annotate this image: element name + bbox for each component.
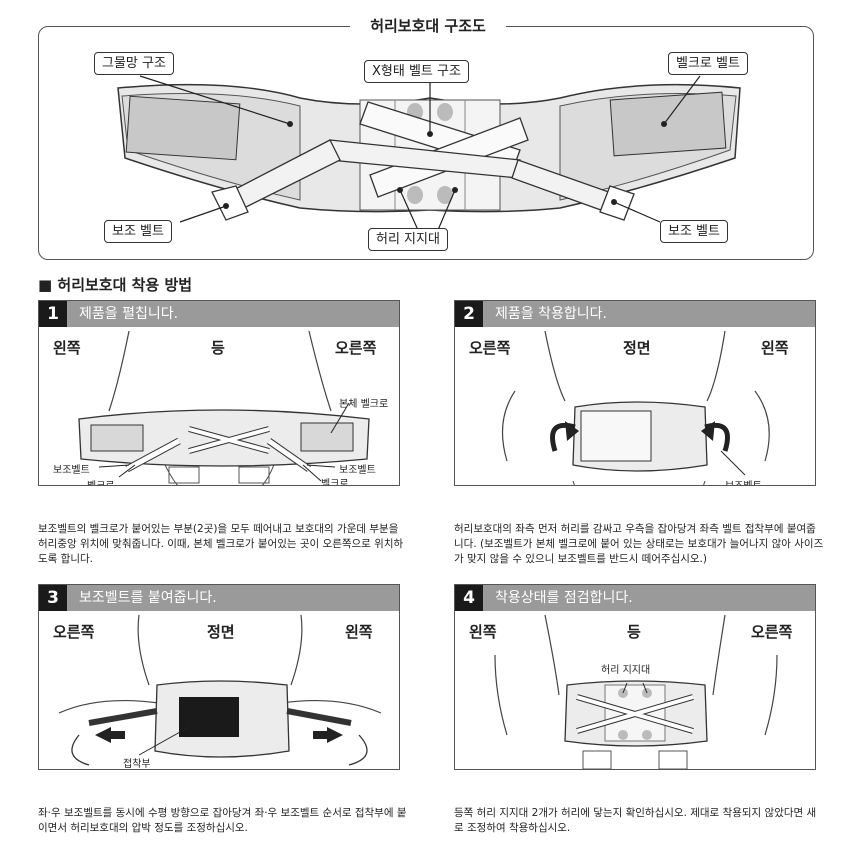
structure-diagram-title: 허리보호대 구조도: [350, 14, 506, 38]
step-4-header: 4 착용상태를 점검합니다.: [455, 585, 815, 611]
step-1-number: 1: [39, 301, 67, 327]
step-4-description: 등쪽 허리 지지대 2개가 허리에 닿는지 확인하십시오. 제대로 착용되지 않…: [454, 807, 817, 834]
step-3-dir-left: 오른쪽: [53, 623, 95, 641]
step-2-description: 허리보호대의 좌측 먼저 허리를 감싸고 우측을 잡아당겨 좌측 벨트 접착부에…: [454, 523, 824, 565]
step-3-illustration: [58, 614, 382, 766]
step-2-callout-aux: 보조벨트: [725, 477, 762, 485]
step-1-description: 보조벨트의 벨크로가 붙어있는 부분(2곳)을 모두 떼어내고 보호대의 가운데…: [38, 523, 404, 565]
step-4-number: 4: [455, 585, 483, 611]
label-mesh-structure: 그물망 구조: [94, 52, 174, 75]
step-1-illustration: [78, 330, 370, 485]
step-4-dir-left: 왼쪽: [469, 623, 497, 641]
step-4-callout-support: 허리 지지대: [601, 665, 651, 676]
step-1-callout-velcro-left: 벨크로: [87, 477, 115, 485]
howto-title-text: 허리보호대 착용 방법: [57, 276, 193, 294]
step-3-description: 좌·우 보조벨트를 동시에 수평 방향으로 잡아당겨 좌·우 보조벨트 순서로 …: [38, 807, 407, 834]
step-2-number: 2: [455, 301, 483, 327]
label-aux-belt-left: 보조 벨트: [104, 220, 172, 243]
step-4-illustration: [494, 614, 778, 769]
step-3-header: 3 보조벨트를 붙여줍니다.: [39, 585, 399, 611]
step-2-dir-right: 왼쪽: [761, 339, 789, 357]
step-2-dir-center: 정면: [623, 339, 651, 357]
step-4-panel: 4 착용상태를 점검합니다. 왼쪽 등 오른쪽 허리 지지대: [454, 584, 816, 770]
step-3-number: 3: [39, 585, 67, 611]
step-3-panel: 3 보조벨트를 붙여줍니다. 오른쪽 정면 왼쪽 접착부: [38, 584, 400, 770]
step-1-panel: 1 제품을 펼칩니다. 왼쪽 등 오른쪽 본체 벨크로 보조벨트 보조벨트 벨크…: [38, 300, 400, 486]
step-1-dir-center: 등: [211, 339, 225, 357]
step-1-dir-right: 오른쪽: [335, 339, 377, 357]
step-3-dir-right: 왼쪽: [345, 623, 373, 641]
label-velcro-belt: 벨크로 벨트: [668, 52, 748, 75]
step-1-callout-aux-right: 보조벨트: [339, 465, 376, 476]
step-3-dir-center: 정면: [207, 623, 235, 641]
step-1-callout-body-velcro: 본체 벨크로: [339, 399, 389, 410]
step-1-dir-left: 왼쪽: [53, 339, 81, 357]
step-2-illustration: [501, 330, 770, 485]
step-2-title: 제품을 착용합니다.: [495, 306, 607, 322]
step-2-panel: 2 제품을 착용합니다. 오른쪽 정면 왼쪽 보조벨트: [454, 300, 816, 486]
step-1-title: 제품을 펼칩니다.: [79, 306, 179, 322]
label-aux-belt-right: 보조 벨트: [660, 220, 728, 243]
step-1-header: 1 제품을 펼칩니다.: [39, 301, 399, 327]
label-waist-support: 허리 지지대: [368, 228, 448, 251]
step-2-dir-left: 오른쪽: [469, 339, 511, 357]
step-2-header: 2 제품을 착용합니다.: [455, 301, 815, 327]
step-3-callout-adhesive: 접착부: [123, 759, 151, 770]
howto-section-title: ■ 허리보호대 착용 방법: [38, 276, 193, 294]
step-3-title: 보조벨트를 붙여줍니다.: [79, 590, 217, 606]
label-x-belt-structure: X형태 벨트 구조: [364, 60, 469, 83]
step-1-callout-velcro-right: 벨크로: [321, 479, 349, 486]
step-4-title: 착용상태를 점검합니다.: [495, 590, 633, 606]
step-4-dir-right: 오른쪽: [751, 623, 793, 641]
step-1-callout-aux-left: 보조벨트: [53, 465, 90, 476]
step-4-dir-center: 등: [627, 623, 641, 641]
